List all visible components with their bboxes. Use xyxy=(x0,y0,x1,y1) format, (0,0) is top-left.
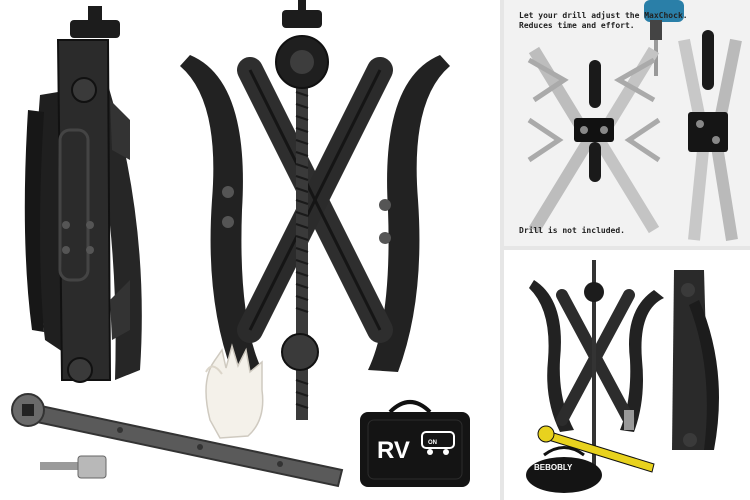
kit-overview-panel: BEBOBLY xyxy=(504,250,750,500)
silver-chock-right xyxy=(678,30,742,241)
bag-logo-letters: RV xyxy=(377,437,410,464)
work-gloves xyxy=(205,343,264,439)
caption-line-2: Reduces time and effort. xyxy=(519,21,635,30)
folded-chock xyxy=(24,6,142,383)
rv-storage-bag xyxy=(360,400,470,487)
open-chock-small xyxy=(529,260,664,480)
silver-chock-left xyxy=(527,46,661,234)
chock-kit-illustration: RV ON xyxy=(11,0,470,488)
caption-line-1: Let your drill adjust the MaxChock. xyxy=(519,11,688,20)
drill-not-included-caption: Drill is not included. xyxy=(519,226,625,235)
folded-chock-small xyxy=(672,270,719,450)
bebobly-bag xyxy=(526,446,602,493)
drill-caption: Let your drill adjust the MaxChock. Redu… xyxy=(519,11,689,31)
panel-divider-horizontal xyxy=(504,246,750,250)
drill-icon xyxy=(644,0,684,76)
bag-brand-label: BEBOBLY xyxy=(534,463,573,472)
ratchet-wrench xyxy=(11,393,344,488)
yellow-ratchet xyxy=(537,410,655,473)
bag-logo-small: ON xyxy=(428,440,437,446)
panel-divider-vertical xyxy=(500,0,504,500)
drill-adjust-panel: Let your drill adjust the MaxChock. Redu… xyxy=(504,0,750,246)
silver-chock-illustration xyxy=(527,0,742,241)
open-chock xyxy=(180,0,450,420)
main-product-photo: RV ON xyxy=(11,0,470,488)
kit-overview-illustration: BEBOBLY xyxy=(526,260,719,493)
